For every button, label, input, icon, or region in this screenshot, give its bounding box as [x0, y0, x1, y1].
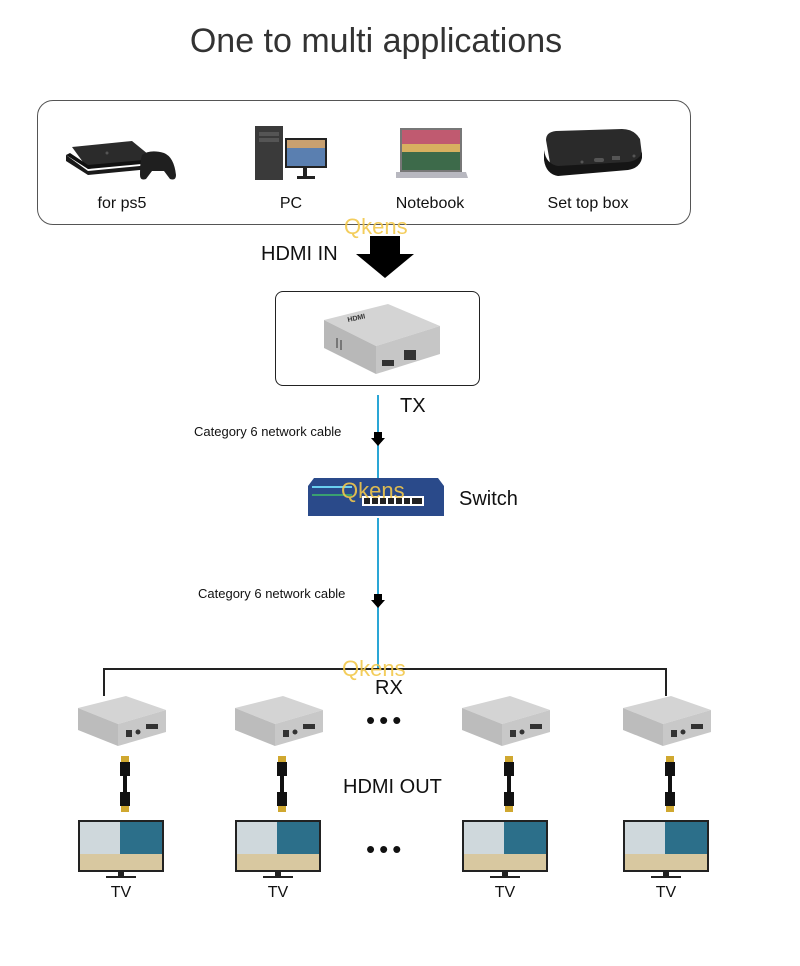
cable-arrow-icon: [371, 594, 385, 608]
cable-label-1: Category 6 network cable: [194, 424, 342, 439]
tv-label: TV: [494, 884, 516, 901]
tv-icon: [235, 820, 321, 878]
distribution-line: [103, 668, 666, 670]
network-switch-icon: [308, 478, 444, 516]
hdmi-out-label: HDMI OUT: [343, 776, 442, 798]
source-label-notebook: Notebook: [395, 195, 465, 212]
hdmi-cable-icon: [504, 756, 514, 812]
down-arrow-icon: [356, 236, 414, 278]
hdmi-cable-icon: [277, 756, 287, 812]
distribution-drop-right: [665, 668, 667, 696]
receiver-device-icon: [78, 696, 166, 746]
rx-label: RX: [375, 677, 403, 699]
watermark-text: Qkens: [342, 656, 406, 681]
source-label-pc: PC: [279, 195, 303, 212]
hdmi-cable-icon: [120, 756, 130, 812]
watermark-text: Qkens: [341, 478, 405, 503]
tv-icon: [78, 820, 164, 878]
tx-label: TX: [400, 395, 426, 417]
laptop-icon: [396, 128, 468, 178]
more-receivers-ellipsis: •••: [366, 705, 406, 735]
network-cable-rx: [377, 518, 379, 668]
tv-label: TV: [655, 884, 677, 901]
watermark-text: Qkens: [344, 214, 408, 239]
transmitter-panel: [275, 291, 480, 386]
receiver-device-icon: [462, 696, 550, 746]
switch-label: Switch: [459, 488, 518, 510]
distribution-drop-left: [103, 668, 105, 696]
hdmi-in-label: HDMI IN: [261, 243, 338, 265]
tv-icon: [623, 820, 709, 878]
transmitter-device-icon: HDMI: [324, 304, 440, 374]
hdmi-logo: HDMI: [347, 313, 366, 324]
cable-label-2: Category 6 network cable: [198, 586, 346, 601]
receiver-device-icon: [623, 696, 711, 746]
desktop-pc-icon: [255, 126, 327, 180]
set-top-box-icon: [544, 129, 642, 176]
hdmi-cable-icon: [665, 756, 675, 812]
game-console-icon: [66, 141, 176, 180]
source-label-ps5: for ps5: [97, 195, 147, 212]
cable-arrow-icon: [371, 432, 385, 446]
tv-label: TV: [110, 884, 132, 901]
receiver-device-icon: [235, 696, 323, 746]
page-title: One to multi applications: [189, 22, 563, 60]
tv-label: TV: [267, 884, 289, 901]
more-tvs-ellipsis: •••: [366, 834, 406, 864]
tv-icon: [462, 820, 548, 878]
source-devices-panel: [37, 100, 691, 225]
source-label-set-top-box: Set top box: [547, 195, 629, 212]
